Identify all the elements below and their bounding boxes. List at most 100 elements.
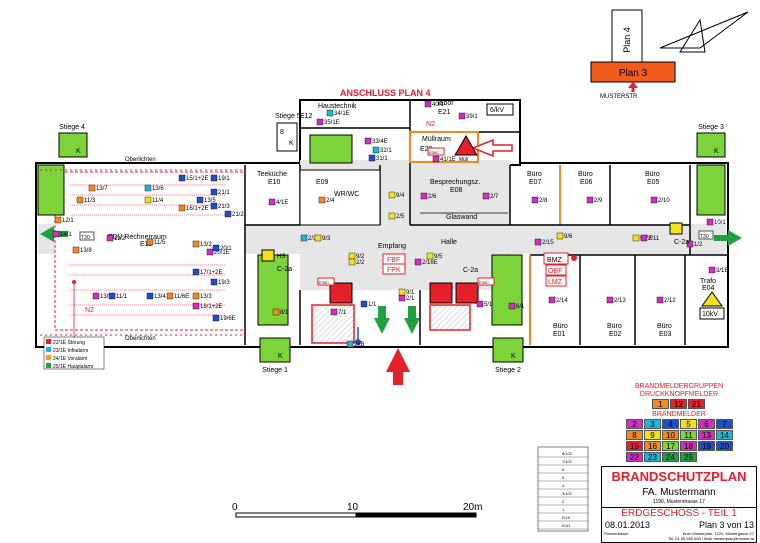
detector-icon: [656, 296, 664, 304]
table-row: E/10: [562, 515, 571, 520]
svg-text:Büro: Büro: [607, 323, 622, 330]
company-name: FA. Mustermann: [642, 487, 716, 498]
melder-cell: 11: [680, 430, 697, 440]
legend-item: 24/1E Voralarm: [46, 355, 93, 363]
svg-text:HS: HS: [277, 254, 285, 260]
detector-label: 1/2: [694, 242, 703, 248]
header-title: ANSCHLUSS PLAN 4: [340, 88, 431, 98]
detector-label: 2/6: [428, 194, 437, 200]
groups-title: BRANDMELDERGRUPPEN: [634, 383, 724, 390]
melder-cell: 16: [644, 441, 661, 451]
svg-text:E21: E21: [438, 109, 451, 116]
svg-text:K: K: [714, 148, 719, 155]
detector-label: 18/1+2E: [200, 304, 223, 310]
detector-icon: [314, 234, 322, 242]
detector-label: 13/2: [200, 242, 212, 248]
svg-text:K: K: [289, 140, 294, 147]
melder-cell: 24: [662, 452, 679, 462]
table-row: 8/102: [562, 451, 573, 456]
detector-icon: [166, 292, 174, 300]
svg-text:E01: E01: [553, 331, 566, 338]
stair-3: Stiege 3 K: [696, 124, 726, 158]
detector-icon: [212, 244, 220, 252]
svg-text:T30: T30: [700, 234, 709, 240]
table-row: K/41: [562, 523, 571, 528]
svg-text:T30: T30: [81, 235, 90, 241]
svg-text:Büro: Büro: [553, 323, 568, 330]
detector-label: 34/1E: [334, 111, 350, 117]
stair-4: Stiege 4 K: [58, 124, 88, 158]
svg-text:K: K: [511, 353, 516, 360]
svg-text:E10: E10: [268, 179, 281, 186]
floor-label: ERDGESCHOSS - TEIL 1: [602, 507, 756, 519]
svg-text:8: 8: [280, 129, 284, 136]
detector-label: 15/1+2E: [186, 176, 209, 182]
panel-bmz: BMZ OBF LMZ: [543, 252, 577, 287]
druck-cell: 1: [652, 399, 669, 409]
detector-label: 11/6E: [174, 294, 189, 300]
sheet-number: Plan 3 von 13: [698, 520, 754, 530]
detector-icon: [92, 292, 100, 300]
detector-icon: [388, 191, 396, 199]
detector-icon: [144, 196, 152, 204]
detector-icon: [424, 100, 432, 108]
svg-text:E02: E02: [609, 331, 622, 338]
detector-icon: [192, 240, 200, 248]
svg-text:Teeküche: Teeküche: [257, 171, 287, 178]
detector-icon: [144, 184, 152, 192]
detector-label: 13/4: [154, 294, 166, 300]
stair-1: Stiege 1 K: [259, 337, 291, 374]
detector-icon: [224, 210, 232, 218]
svg-text:Plan 4: Plan 4: [622, 27, 632, 53]
svg-text:LMZ: LMZ: [548, 279, 563, 286]
detector-label: 31/1: [376, 156, 388, 162]
detector-icon: [178, 204, 186, 212]
detector-label: 9/6: [564, 234, 573, 240]
detector-label: 11/4: [152, 198, 164, 204]
detector-icon: [300, 234, 308, 242]
detector-label: 2xB: [354, 342, 364, 348]
melder-cell: 15: [626, 441, 643, 451]
detector-icon: [192, 302, 200, 310]
detector-icon: [272, 308, 280, 316]
svg-text:E04: E04: [702, 285, 715, 292]
detector-label: 40/1: [432, 102, 444, 108]
detector-icon: [632, 234, 640, 242]
detector-icon: [432, 155, 440, 163]
detector-label: 2/13: [614, 298, 626, 304]
svg-text:Stiege 2: Stiege 2: [495, 367, 521, 374]
legend-item: 23/1E Infoalarm: [46, 347, 93, 355]
detector-icon: [706, 218, 714, 226]
detector-icon: [212, 314, 220, 322]
detector-icon: [708, 266, 716, 274]
detector-icon: [72, 246, 80, 254]
detector-label: 20/1: [220, 246, 232, 252]
svg-text:Glaswand: Glaswand: [446, 214, 477, 221]
legend-swatch-hauptalarm: [46, 363, 51, 368]
title-block: BRANDSCHUTZPLAN FA. Mustermann 1190, Mus…: [601, 466, 757, 543]
detector-label: 13/5: [204, 198, 216, 204]
svg-text:E12: E12: [300, 113, 313, 120]
detector-icon: [206, 248, 214, 256]
svg-text:Trafo: Trafo: [700, 278, 716, 285]
svg-text:OBF: OBF: [548, 268, 562, 275]
svg-text:Stiege 1: Stiege 1: [262, 367, 288, 374]
svg-text:E07: E07: [529, 179, 542, 186]
detector-label: 11/5: [154, 240, 166, 246]
panel-fbf-fpk: FBF FPK: [382, 253, 406, 275]
melder-cell: 4: [662, 419, 679, 429]
melder-cell: 6: [698, 419, 715, 429]
groups-melder-title: BRANDMELDER: [652, 411, 706, 418]
detector-icon: [458, 112, 466, 120]
table-row: 3/101: [562, 491, 573, 496]
detector-icon: [348, 258, 356, 266]
table-row: 6: [562, 467, 565, 472]
svg-text:Büro: Büro: [657, 323, 672, 330]
detector-label: 21/2: [232, 212, 244, 218]
detector-label: 2/14: [556, 298, 568, 304]
svg-text:E03: E03: [659, 331, 672, 338]
svg-text:C-2a: C-2a: [674, 239, 689, 246]
stair-2: Stiege 2 K: [492, 337, 524, 374]
svg-text:C-2a: C-2a: [277, 266, 292, 273]
